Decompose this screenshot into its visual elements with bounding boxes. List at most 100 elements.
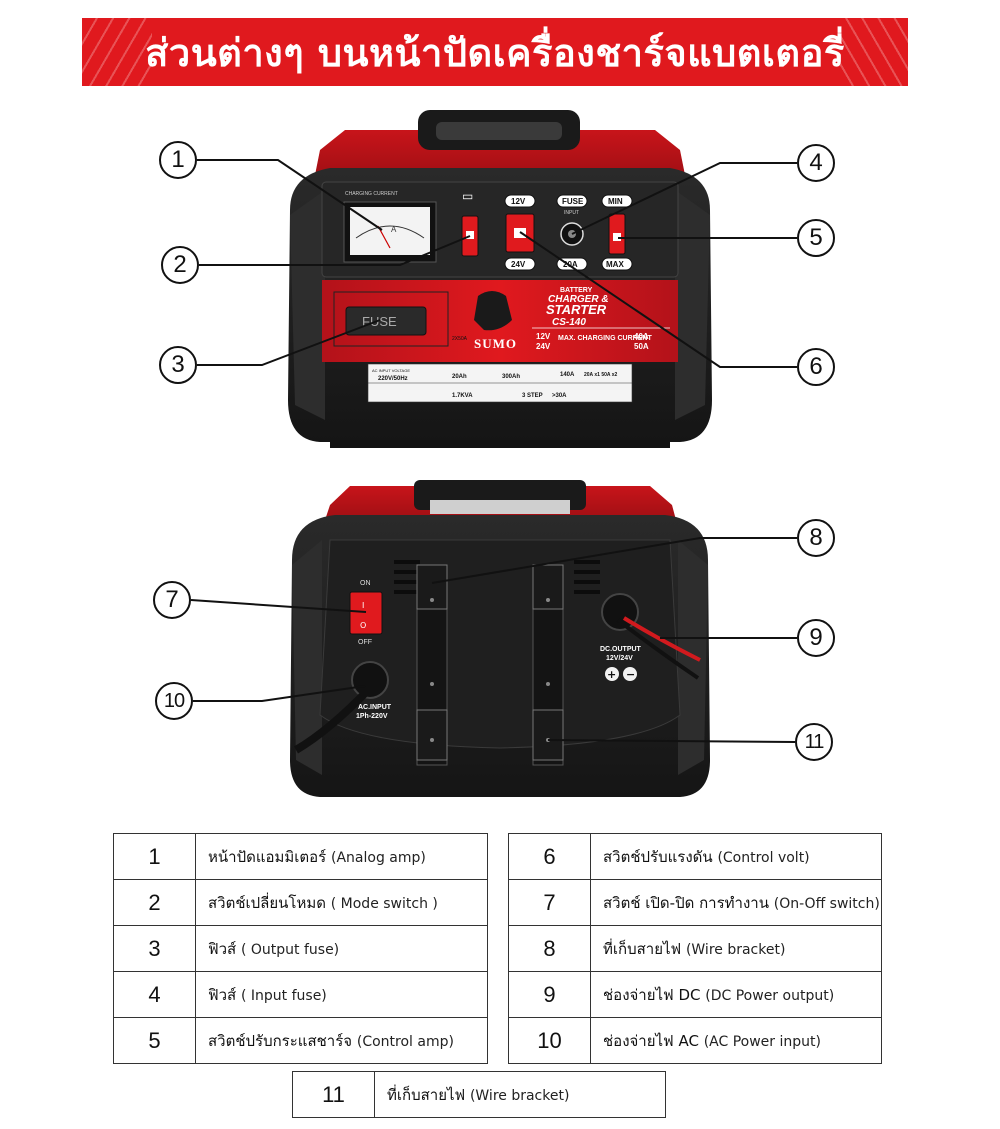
svg-text:20Ah: 20Ah [452,374,467,380]
svg-text:FUSE: FUSE [562,197,584,206]
charger-illustration: CHARGING CURRENT A ▭ 12V 24V FUSE INPUT … [190,110,797,797]
svg-text:12V/24V: 12V/24V [606,655,633,662]
parts-table-bottom: 11 ที่เก็บสายไฟ (Wire bracket) [292,1071,666,1118]
part-number: 5 [113,1017,196,1064]
table-row: 2 สวิตช์เปลี่ยนโหมด ( Mode switch ) [113,879,488,926]
vent-slots [394,560,600,594]
svg-text:24V: 24V [511,260,526,269]
svg-text:AC INPUT VOLTAGE: AC INPUT VOLTAGE [372,368,410,373]
part-number: 7 [508,879,591,926]
svg-text:FUSE: FUSE [362,314,397,329]
part-number: 9 [508,971,591,1018]
callout-6: 6 [797,348,835,386]
battery-icon: ▭ [462,189,473,203]
svg-text:300Ah: 300Ah [502,374,520,380]
part-number: 2 [113,879,196,926]
front-unit: CHARGING CURRENT A ▭ 12V 24V FUSE INPUT … [288,110,712,448]
svg-text:DC.OUTPUT: DC.OUTPUT [600,646,642,653]
svg-text:20A x1 50A x2: 20A x1 50A x2 [584,372,617,378]
svg-text:3 STEP: 3 STEP [522,393,543,399]
svg-text:BATTERY: BATTERY [560,287,593,294]
table-row: 8 ที่เก็บสายไฟ (Wire bracket) [508,925,882,972]
svg-text:A: A [391,225,397,234]
callout-7: 7 [153,581,191,619]
output-fuse-box [345,306,427,336]
table-row: 4 ฟิวส์ ( Input fuse) [113,971,488,1018]
svg-text:1.7KVA: 1.7KVA [452,393,473,399]
part-number: 6 [508,833,591,880]
svg-text:O: O [360,621,366,630]
table-row: 11 ที่เก็บสายไฟ (Wire bracket) [292,1071,666,1118]
svg-text:+: + [607,668,616,681]
svg-text:220V/50Hz: 220V/50Hz [378,376,408,382]
part-description: ช่องจ่ายไฟ AC (AC Power input) [590,1017,882,1064]
svg-text:CHARGER &: CHARGER & [548,294,609,305]
ac-input-port [351,661,389,699]
part-number: 4 [113,971,196,1018]
svg-text:12V: 12V [511,197,526,206]
svg-text:STARTER: STARTER [546,302,607,317]
banner-stripe-decoration [82,18,152,86]
table-row: 6 สวิตช์ปรับแรงดัน (Control volt) [508,833,882,880]
svg-text:OFF: OFF [358,639,372,646]
plus-icon [605,667,619,681]
part-description: ที่เก็บสายไฟ (Wire bracket) [590,925,882,972]
svg-text:24V: 24V [536,342,551,351]
part-description: ฟิวส์ ( Output fuse) [195,925,488,972]
part-number: 1 [113,833,196,880]
svg-text:CS-140: CS-140 [552,317,586,328]
svg-text:ON: ON [360,580,371,587]
table-row: 9 ช่องจ่ายไฟ DC (DC Power output) [508,971,882,1018]
table-row: 10 ช่องจ่ายไฟ AC (AC Power input) [508,1017,882,1064]
table-row: 1 หน้าปัดแอมมิเตอร์ (Analog amp) [113,833,488,880]
part-number: 11 [292,1071,375,1118]
part-description: สวิตช์ เปิด-ปิด การทำงาน (On-Off switch) [590,879,882,926]
page-title: ส่วนต่างๆ บนหน้าปัดเครื่องชาร์จแบตเตอรี่ [145,30,845,75]
callout-2: 2 [161,246,199,284]
svg-text:MIN: MIN [608,197,623,206]
part-number: 3 [113,925,196,972]
callout-1: 1 [159,141,197,179]
sumo-logo-figure [474,291,512,331]
part-description: สวิตช์เปลี่ยนโหมด ( Mode switch ) [195,879,488,926]
svg-text:1Ph-220V: 1Ph-220V [356,713,388,720]
back-unit: ON I O OFF AC.INPUT 1Ph-220V DC.OUTPUT 1… [290,480,710,797]
svg-text:AC.INPUT: AC.INPUT [358,704,392,711]
callout-10: 10 [155,682,193,720]
svg-text:I: I [362,601,364,610]
callout-11: 11 [795,723,833,761]
callout-9: 9 [797,619,835,657]
brand-logo: SUMO [474,336,517,351]
svg-text:40A: 40A [634,332,649,341]
banner-stripe-decoration [838,18,908,86]
svg-text:50A: 50A [634,342,649,351]
part-description: หน้าปัดแอมมิเตอร์ (Analog amp) [195,833,488,880]
callout-5: 5 [797,219,835,257]
callout-4: 4 [797,144,835,182]
header-banner: ส่วนต่างๆ บนหน้าปัดเครื่องชาร์จแบตเตอรี่ [82,18,908,86]
svg-text:MAX: MAX [606,260,624,269]
svg-text:−: − [626,668,635,681]
callout-3: 3 [159,346,197,384]
minus-icon [623,667,637,681]
svg-text:20A: 20A [563,260,578,269]
leader-lines [190,159,797,743]
table-row: 3 ฟิวส์ ( Output fuse) [113,925,488,972]
svg-text:12V: 12V [536,332,551,341]
part-description: สวิตช์ปรับกระแสชาร์จ (Control amp) [195,1017,488,1064]
callout-8: 8 [797,519,835,557]
svg-text:INPUT: INPUT [564,210,579,216]
part-number: 8 [508,925,591,972]
svg-text:MAX. CHARGING CURRENT: MAX. CHARGING CURRENT [558,335,652,342]
part-description: ที่เก็บสายไฟ (Wire bracket) [374,1071,666,1118]
parts-table-left: 1 หน้าปัดแอมมิเตอร์ (Analog amp) 2 สวิตช… [113,833,488,1064]
svg-text:140A: 140A [560,372,575,378]
part-description: ช่องจ่ายไฟ DC (DC Power output) [590,971,882,1018]
table-row: 5 สวิตช์ปรับกระแสชาร์จ (Control amp) [113,1017,488,1064]
part-description: สวิตช์ปรับแรงดัน (Control volt) [590,833,882,880]
svg-text:2X50A: 2X50A [452,336,468,342]
on-off-switch [349,591,383,635]
part-description: ฟิวส์ ( Input fuse) [195,971,488,1018]
part-number: 10 [508,1017,591,1064]
parts-table-right: 6 สวิตช์ปรับแรงดัน (Control volt) 7 สวิต… [508,833,882,1064]
